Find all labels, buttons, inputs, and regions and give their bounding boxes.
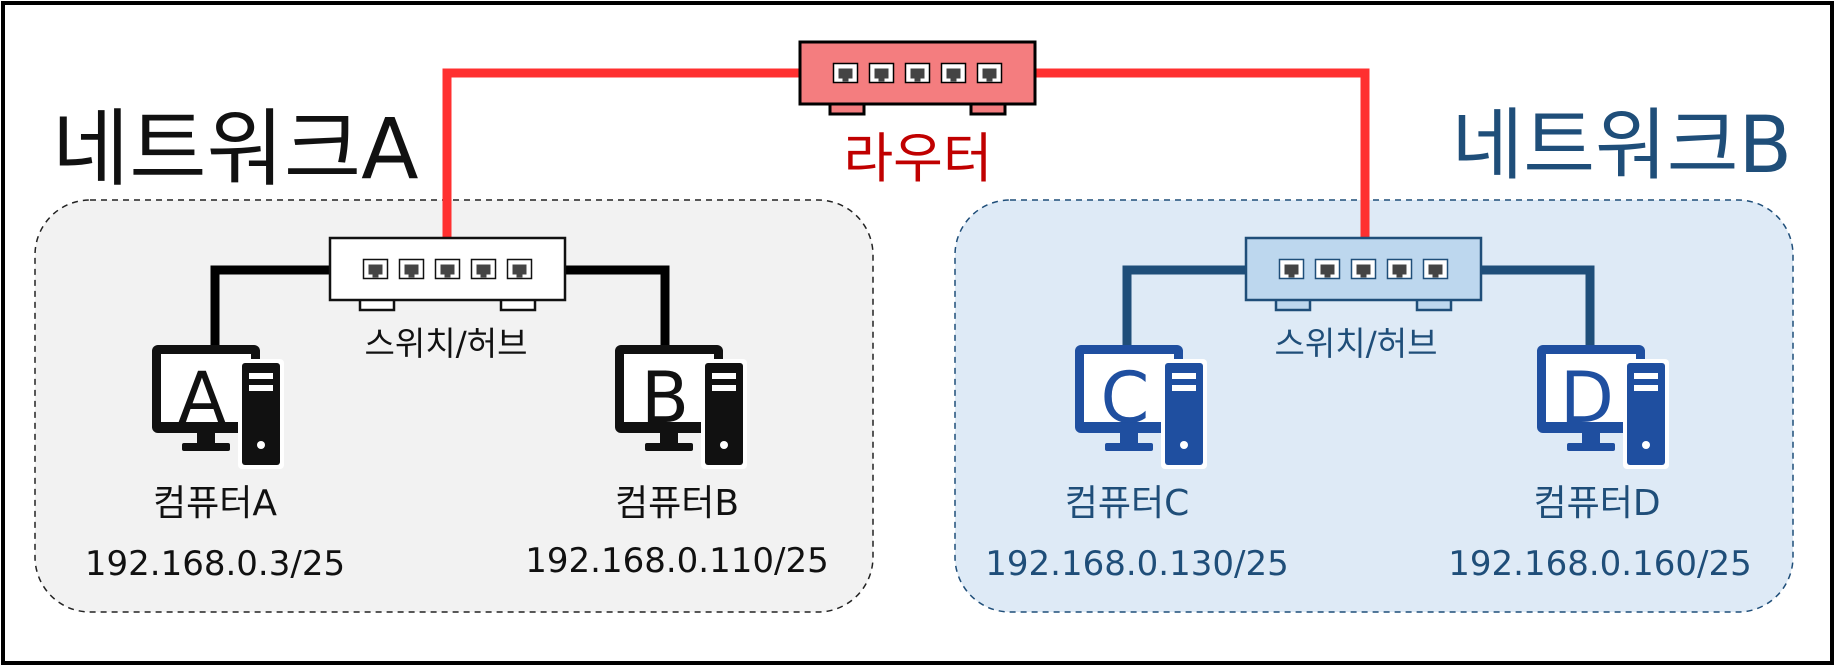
computer-c-icon: C [1075, 345, 1207, 469]
switch-a-device [328, 236, 567, 312]
network-b-area [954, 199, 1794, 613]
router-to-switch-a-cable [442, 68, 800, 240]
ethernet-port-icon [940, 62, 967, 84]
computer-b-name: 컴퓨터B [615, 483, 739, 524]
computer-a-icon: A [152, 345, 284, 469]
computer-c-ip: 192.168.0.130/25 [985, 544, 1288, 584]
network-a-title: 네트워크A [52, 100, 419, 198]
ethernet-port-icon [868, 62, 895, 84]
ethernet-port-icon [1386, 258, 1413, 280]
computer-c-name: 컴퓨터C [1065, 483, 1190, 524]
switch-to-computer-d-cable [1481, 265, 1595, 348]
ethernet-port-icon [904, 62, 931, 84]
computer-letter: C [1101, 357, 1150, 439]
switch-a-label: 스위치/허브 [365, 324, 528, 363]
computer-letter: D [1560, 357, 1614, 439]
network-b-title: 네트워크B [1451, 101, 1792, 191]
router-device [798, 40, 1037, 116]
computer-a-ip: 192.168.0.3/25 [85, 544, 345, 584]
computer-letter: B [641, 357, 689, 439]
ethernet-port-icon [1350, 258, 1377, 280]
router-to-switch-b-cable [1035, 68, 1370, 240]
ethernet-port-icon [434, 258, 461, 280]
computer-letter: A [178, 357, 226, 439]
ethernet-port-icon [506, 258, 533, 280]
ethernet-port-icon [1422, 258, 1449, 280]
ethernet-port-icon [1314, 258, 1341, 280]
computer-d-ip: 192.168.0.160/25 [1448, 544, 1751, 584]
computer-d-name: 컴퓨터D [1533, 483, 1660, 524]
switch-to-computer-b-cable [565, 265, 670, 348]
ethernet-port-icon [1278, 258, 1305, 280]
switch-to-computer-c-cable [1122, 265, 1246, 348]
ethernet-port-icon [470, 258, 497, 280]
computer-d-icon: D [1537, 345, 1669, 469]
ethernet-port-icon [362, 258, 389, 280]
ethernet-port-icon [976, 62, 1003, 84]
ethernet-port-icon [398, 258, 425, 280]
ethernet-port-icon [832, 62, 859, 84]
switch-to-computer-a-cable [210, 265, 330, 348]
router-label: 라우터 [843, 127, 992, 190]
computer-b-ip: 192.168.0.110/25 [525, 541, 828, 581]
switch-b-label: 스위치/허브 [1275, 324, 1438, 363]
computer-b-icon: B [615, 345, 747, 469]
computer-a-name: 컴퓨터A [153, 483, 277, 524]
switch-b-device [1244, 236, 1483, 312]
